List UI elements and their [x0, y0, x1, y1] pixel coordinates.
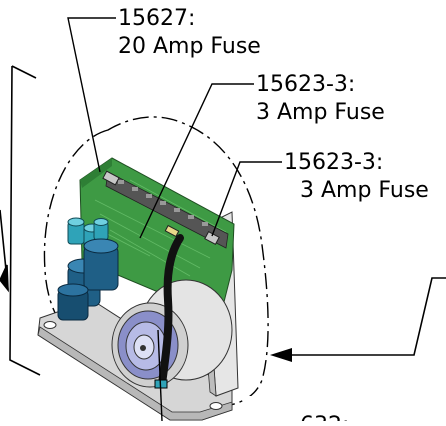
label-mask — [246, 396, 446, 421]
wiring-cable — [158, 234, 184, 388]
large-capacitors — [57, 238, 119, 321]
arrowhead — [270, 348, 292, 362]
callout-part-number: 15623-3: — [256, 72, 355, 97]
callout-3-amp-right: 15623-3: 3 Amp Fuse — [284, 150, 429, 203]
callout-description: 3 Amp Fuse — [256, 100, 385, 125]
callout-description: 20 Amp Fuse — [118, 34, 261, 59]
fuse-3-amp-b — [204, 230, 220, 246]
callout-part-number-partial: 632: — [300, 413, 349, 421]
callout-part-number: 15627: — [118, 6, 195, 31]
callout-20-amp: 15627: 20 Amp Fuse — [118, 6, 261, 59]
pointer-arrow — [270, 277, 446, 362]
fuse-3-amp-a — [164, 224, 180, 238]
leader-lines — [67, 17, 282, 422]
fuse-20-amp — [102, 170, 120, 186]
circuit-board — [79, 157, 235, 319]
callout-3-amp-top: 15623-3: 3 Amp Fuse — [256, 72, 385, 125]
detail-circle — [43, 116, 269, 408]
enclosure-outline — [0, 65, 41, 376]
callout-description: 3 Amp Fuse — [300, 178, 429, 203]
callout-part-number: 15623-3: — [284, 150, 383, 175]
